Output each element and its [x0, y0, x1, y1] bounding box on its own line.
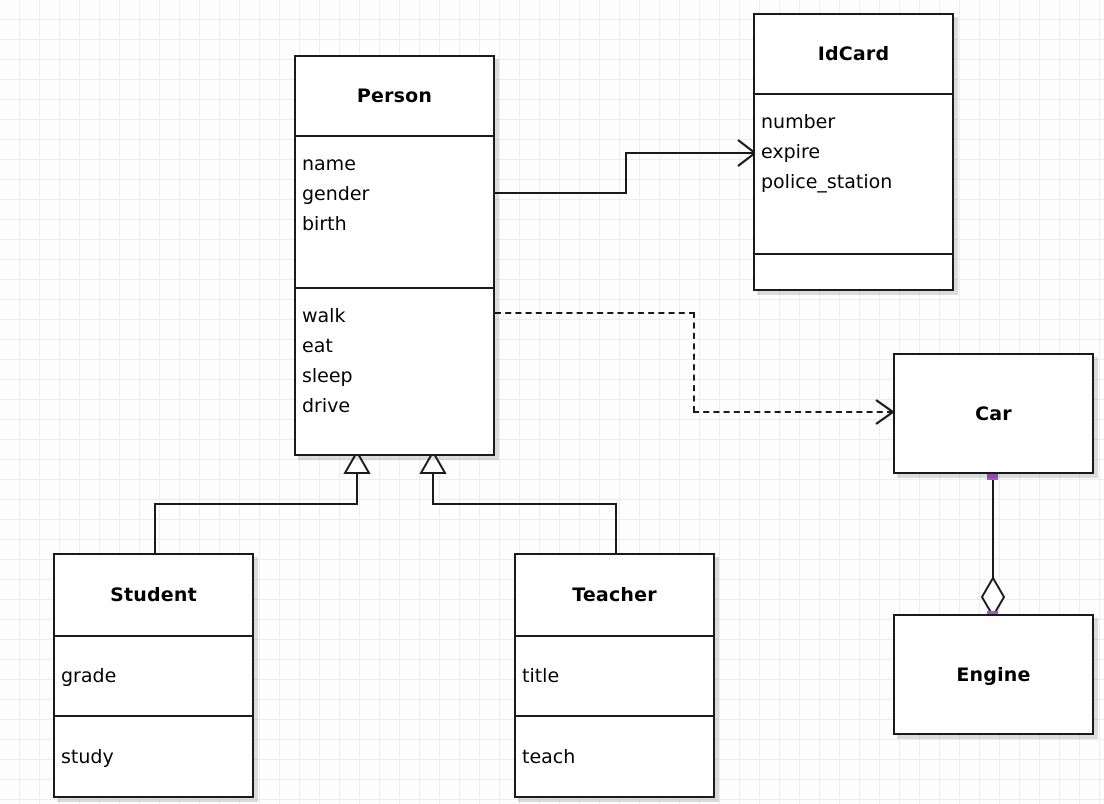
attribute-item: gender: [302, 183, 370, 205]
edge-person-car-segment-3[interactable]: [693, 411, 893, 413]
attribute-item: number: [761, 111, 836, 133]
methods-person: walk eat sleep drive: [296, 287, 493, 454]
attributes-student: grade: [55, 635, 252, 715]
uml-class-engine[interactable]: Engine: [893, 614, 1094, 735]
method-item: drive: [302, 395, 351, 417]
method-item: sleep: [302, 365, 353, 387]
attributes-idcard: number expire police_station: [755, 93, 952, 253]
uml-class-car[interactable]: Car: [893, 353, 1094, 474]
attribute-item: expire: [761, 141, 821, 163]
link-handle-car[interactable]: [987, 469, 998, 480]
attribute-item: police_station: [761, 171, 893, 193]
edge-teacher-person-segment-2[interactable]: [432, 503, 617, 505]
uml-class-person[interactable]: Person name gender birth walk eat sleep …: [294, 55, 495, 456]
class-title-student: Student: [110, 584, 197, 606]
attributes-person: name gender birth: [296, 135, 493, 287]
method-item: teach: [522, 745, 576, 768]
edge-student-person-segment-3[interactable]: [154, 503, 156, 555]
methods-teacher: teach: [516, 715, 713, 796]
edge-person-car-segment-2[interactable]: [693, 312, 695, 412]
edge-person-idcard-segment-3[interactable]: [625, 152, 753, 154]
edge-student-person-segment-2[interactable]: [154, 503, 358, 505]
edge-teacher-person-segment-1[interactable]: [432, 472, 434, 505]
edge-person-idcard-segment-1[interactable]: [495, 192, 627, 194]
class-title-idcard: IdCard: [817, 43, 890, 65]
class-title-person: Person: [356, 85, 433, 107]
attribute-item: name: [302, 153, 356, 175]
attribute-item: title: [522, 665, 560, 687]
edge-student-person-segment-1[interactable]: [356, 472, 358, 505]
edge-teacher-person-segment-3[interactable]: [615, 503, 617, 555]
uml-class-teacher[interactable]: Teacher title teach: [514, 553, 715, 798]
method-item: walk: [302, 305, 346, 327]
edge-car-engine-line[interactable]: [992, 472, 994, 584]
edge-person-car-segment-1[interactable]: [495, 312, 695, 314]
attributes-teacher: title: [516, 635, 713, 715]
uml-class-student[interactable]: Student grade study: [53, 553, 254, 798]
method-item: study: [61, 745, 114, 768]
class-title-car: Car: [975, 402, 1012, 425]
class-title-teacher: Teacher: [572, 584, 657, 606]
method-item: eat: [302, 335, 333, 357]
edge-person-idcard-segment-2[interactable]: [625, 152, 627, 194]
uml-class-idcard[interactable]: IdCard number expire police_station: [753, 13, 954, 291]
class-title-engine: Engine: [956, 663, 1031, 686]
attribute-item: birth: [302, 213, 347, 235]
attribute-item: grade: [61, 665, 117, 687]
methods-student: study: [55, 715, 252, 796]
methods-idcard: [755, 253, 952, 289]
